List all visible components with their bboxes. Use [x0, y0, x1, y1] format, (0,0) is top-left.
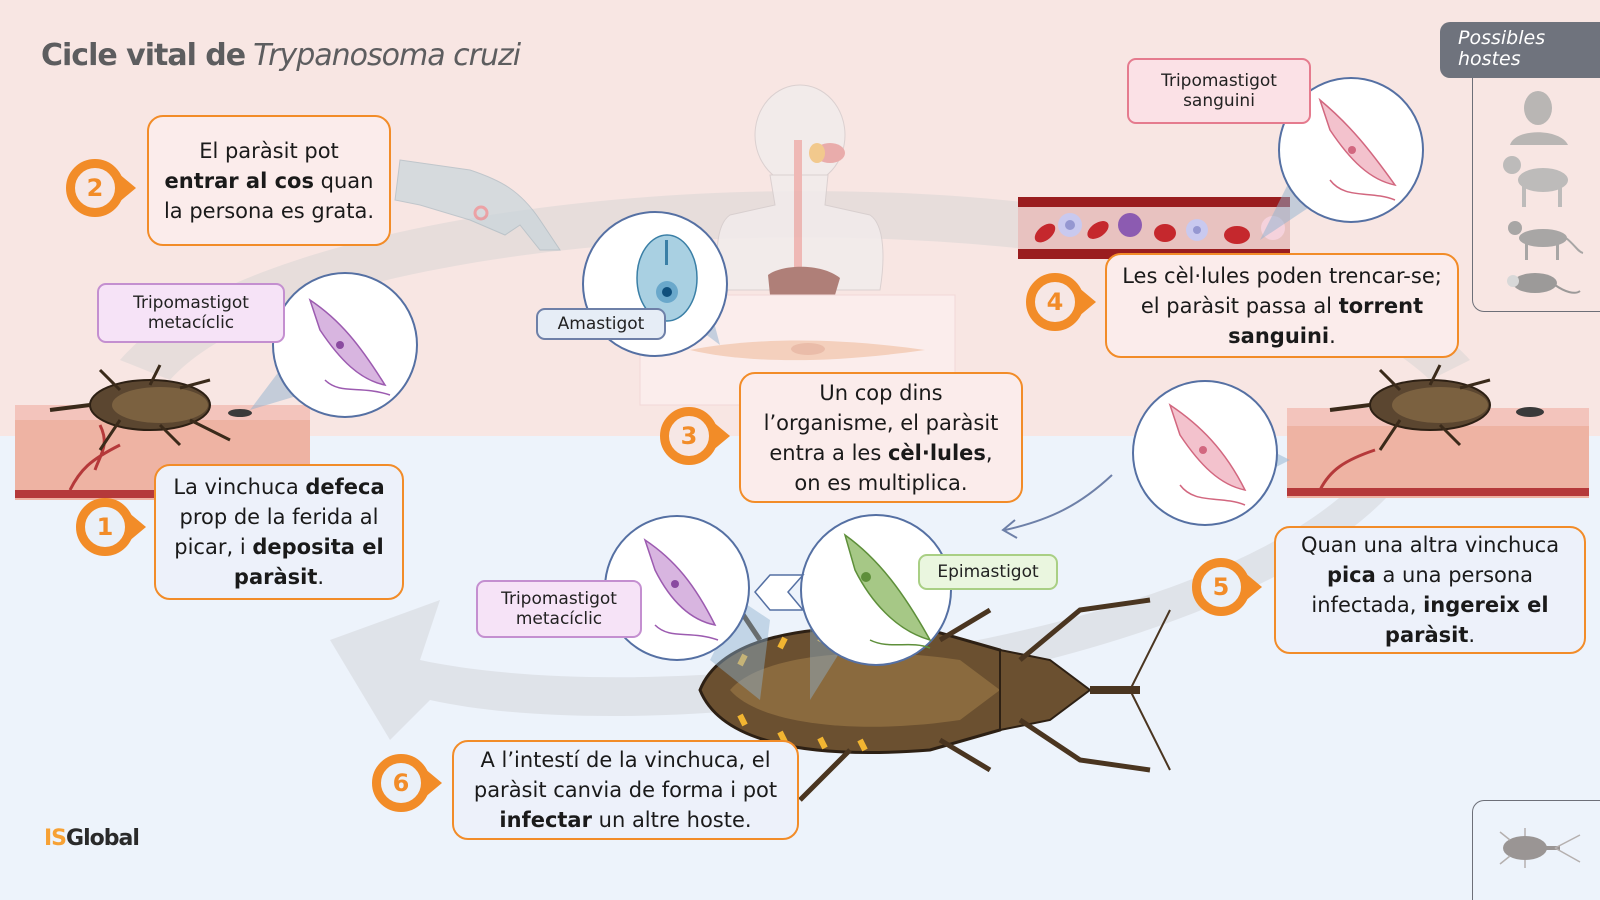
- possible-hosts-panel: Possibles hostes: [1440, 22, 1600, 312]
- step-6-paragraph: A l’intestí de la vinchuca, el paràsit c…: [466, 745, 785, 835]
- emphasis-text: infectar: [499, 808, 592, 832]
- zoom-cone-bug-gut: [710, 600, 770, 700]
- step-2-paragraph: El paràsit pot entrar al cos quan la per…: [161, 136, 377, 226]
- logo-global: Global: [66, 826, 140, 851]
- kissing-bug-right: [1329, 364, 1544, 451]
- emphasis-text: entrar al cos: [164, 168, 314, 193]
- step-5-number: 5: [1192, 558, 1250, 616]
- step-4-number: 4: [1026, 273, 1084, 331]
- step-3-pointer: [712, 421, 730, 451]
- step-5-badge: 5: [1192, 551, 1264, 623]
- step-2-pointer: [118, 173, 136, 203]
- body-text: Quan una altra vinchuca: [1300, 533, 1560, 557]
- body-text: , on es multiplica.: [794, 440, 993, 495]
- host-cat-icon: [1508, 221, 1584, 260]
- body-text: El paràsit pot: [199, 138, 339, 163]
- step-6-pointer: [424, 768, 442, 798]
- body-text: .: [317, 565, 325, 589]
- emphasis-text: ingereix el paràsit: [1384, 593, 1549, 647]
- host-opossum-icon: [1507, 273, 1581, 294]
- host-human-icon: [1510, 91, 1568, 145]
- circle-epimastigot: [800, 514, 952, 666]
- hosts-heading-line1: Possibles: [1458, 27, 1546, 49]
- human-body-illustration: [639, 84, 956, 406]
- hosts-heading-line2: hostes: [1458, 48, 1521, 70]
- step-5-text: Quan una altra vinchuca pica a una perso…: [1274, 526, 1586, 654]
- step-1-number: 1: [76, 498, 134, 556]
- kissing-bug-large: [698, 597, 1171, 802]
- isglobal-logo: ISGlobal: [44, 826, 140, 851]
- label-tripomastigot-sanguini: Tripomastigot sanguini: [1127, 58, 1311, 124]
- emphasis-text: pica: [1326, 563, 1376, 587]
- logo-is: IS: [44, 826, 67, 851]
- vector-panel: [1472, 800, 1600, 900]
- step-6-text: A l’intestí de la vinchuca, el paràsit c…: [452, 740, 799, 840]
- title-prefix: Cicle vital de: [41, 38, 246, 73]
- label-amastigot: Amastigot: [536, 308, 666, 340]
- skin-section-right: [1287, 408, 1589, 498]
- transform-arrow: [754, 574, 805, 611]
- step-1-pointer: [128, 512, 146, 542]
- body-text: Les cèl·lules poden trencar-se; el paràs…: [1122, 263, 1442, 318]
- emphasis-text: deposita el paràsit: [233, 535, 384, 589]
- hosts-heading: Possibles hostes: [1440, 22, 1600, 78]
- vector-bug-icon: [1499, 828, 1581, 868]
- circle-tripo-sanguini: [1278, 77, 1424, 223]
- hosts-frame: [1472, 72, 1600, 312]
- step-2-text: El paràsit pot entrar al cos quan la per…: [147, 115, 391, 246]
- body-text: A l’intestí de la vinchuca, el paràsit c…: [473, 748, 778, 802]
- label-tripomastigot-metaciclic-bottom: Tripomastigot metacíclic: [476, 580, 642, 638]
- hand-illustration: [394, 159, 561, 251]
- step-4-paragraph: Les cèl·lules poden trencar-se; el paràs…: [1119, 261, 1445, 351]
- body-text: quan la persona es grata.: [163, 168, 375, 223]
- step-4-pointer: [1078, 287, 1096, 317]
- step-6-number: 6: [372, 754, 430, 812]
- circle-tripo-ingested: [1132, 380, 1278, 526]
- step-5-pointer: [1244, 572, 1262, 602]
- body-text: .: [1468, 623, 1476, 647]
- circle-tripo-meta-top: [272, 272, 418, 418]
- kissing-bug-left: [49, 364, 252, 451]
- step-4-badge: 4: [1026, 266, 1098, 338]
- step-3-paragraph: Un cop dins l’organisme, el paràsit entr…: [753, 378, 1009, 498]
- emphasis-text: defeca: [305, 475, 385, 499]
- step-2-number: 2: [66, 159, 124, 217]
- body-text: .: [1329, 323, 1336, 348]
- emphasis-text: cèl·lules: [887, 440, 986, 465]
- label-epimastigot: Epimastigot: [918, 554, 1058, 590]
- step-3-number: 3: [660, 407, 718, 465]
- host-dog-icon: [1503, 156, 1568, 207]
- title-species: Trypanosoma cruzi: [253, 38, 521, 73]
- body-text: La vinchuca: [173, 475, 306, 499]
- label-tripomastigot-metaciclic-top: Tripomastigot metacíclic: [97, 283, 285, 343]
- body-text: a una persona infectada,: [1311, 563, 1534, 617]
- step-1-paragraph: La vinchuca defeca prop de la ferida al …: [168, 472, 390, 592]
- emphasis-text: torrent sanguini: [1228, 293, 1424, 348]
- body-text: prop de la ferida al picar, i: [174, 505, 379, 559]
- step-1-text: La vinchuca defeca prop de la ferida al …: [154, 464, 404, 600]
- step-6-badge: 6: [372, 747, 444, 819]
- body-text: un altre hoste.: [591, 808, 752, 832]
- blood-vessel-illustration: [1018, 197, 1290, 259]
- step-3-text: Un cop dins l’organisme, el paràsit entr…: [739, 372, 1023, 503]
- step-2-badge: 2: [66, 152, 138, 224]
- step-4-text: Les cèl·lules poden trencar-se; el paràs…: [1105, 253, 1459, 358]
- step-3-badge: 3: [660, 400, 732, 472]
- ingestion-arrow: [1001, 474, 1113, 539]
- step-1-badge: 1: [76, 491, 148, 563]
- step-5-paragraph: Quan una altra vinchuca pica a una perso…: [1288, 530, 1572, 650]
- body-text: Un cop dins l’organisme, el paràsit entr…: [763, 380, 999, 465]
